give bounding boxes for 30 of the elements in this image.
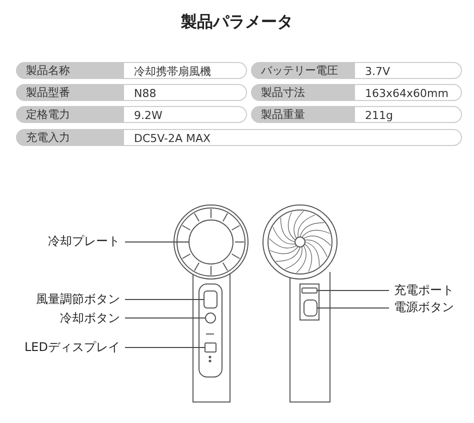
- page-title: 製品パラメータ: [180, 12, 294, 33]
- callout-label: 冷却プレート: [20, 232, 120, 250]
- spec-value: 163x64x60mm: [355, 84, 462, 101]
- spec-label: バッテリー電圧: [251, 62, 355, 79]
- spec-label: 製品型番: [16, 84, 124, 101]
- spec-value: 3.7V: [355, 62, 462, 79]
- leader-line: [316, 290, 390, 291]
- spec-value: 211g: [355, 106, 462, 123]
- round-button: [205, 312, 216, 324]
- spec-value: 冷却携帯扇風機: [124, 62, 247, 79]
- callout-label: 風量調節ボタン: [10, 290, 120, 308]
- leader-line: [124, 347, 206, 348]
- spec-label: 製品重量: [251, 106, 355, 123]
- spec-label: 定格電力: [16, 106, 124, 123]
- slider-switch: [204, 290, 218, 308]
- callout-label: LEDディスプレイ: [5, 338, 120, 356]
- spec-label: 充電入力: [16, 129, 124, 146]
- spec-value: 9.2W: [124, 106, 247, 123]
- callout-label: 電源ボタン: [394, 298, 469, 316]
- spec-label: 製品名称: [16, 62, 124, 79]
- callout-label: 充電ポート: [394, 281, 469, 299]
- leader-line: [124, 299, 204, 300]
- display-panel: [204, 342, 216, 352]
- callout-label: 冷却ボタン: [20, 309, 120, 327]
- power-button: [304, 300, 318, 316]
- charging-port: [302, 288, 318, 294]
- spec-value: N88: [124, 84, 247, 101]
- spec-label: 製品寸法: [251, 84, 355, 101]
- spec-value: DC5V-2A MAX: [124, 129, 462, 146]
- cooling-plate: [188, 220, 234, 264]
